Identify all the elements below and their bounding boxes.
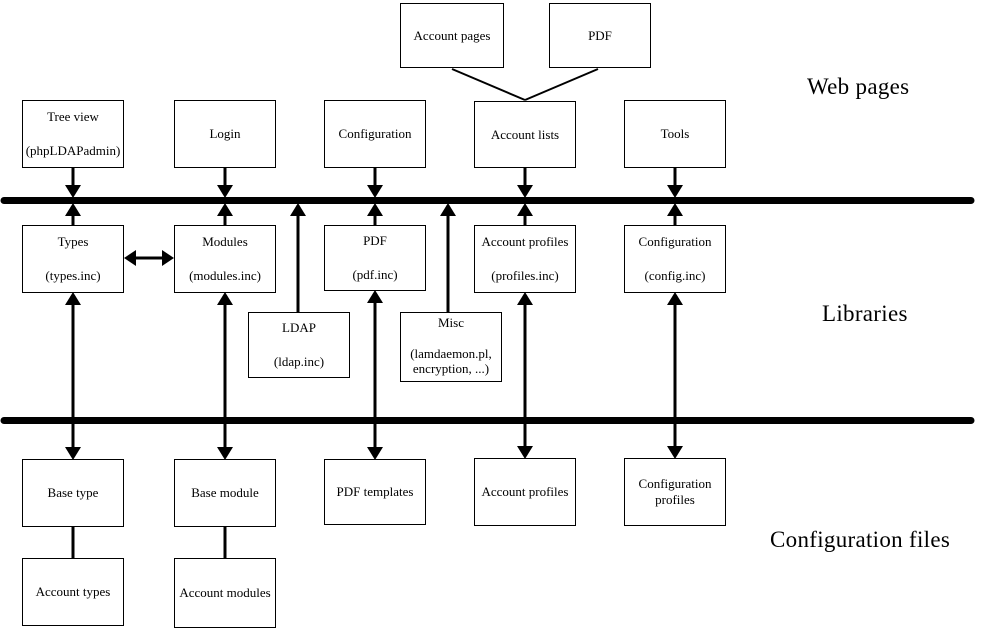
box-base-type-label: Base type: [47, 485, 99, 500]
box-configuration-profiles-label: Configuration: [638, 476, 712, 491]
box-misc: Misc (lamdaemon.pl, encryption, ...): [400, 312, 502, 382]
box-configuration-page-label: Configuration: [338, 126, 412, 141]
box-ldap-label: LDAP: [282, 320, 316, 335]
box-configuration-lib-sublabel: (config.inc): [644, 268, 706, 283]
box-pdf-templates: PDF templates: [324, 459, 426, 525]
box-configuration-page: Configuration: [324, 100, 426, 168]
box-tools: Tools: [624, 100, 726, 168]
box-account-types-label: Account types: [35, 584, 111, 599]
box-configuration-profiles: Configuration profiles: [624, 458, 726, 526]
box-ldap-sublabel: (ldap.inc): [273, 354, 325, 369]
arrow-types-modules: [124, 250, 174, 266]
box-pdf-templates-label: PDF templates: [336, 484, 414, 499]
box-configuration-lib: Configuration (config.inc): [624, 225, 726, 293]
box-pdf-lib-sublabel: (pdf.inc): [352, 267, 398, 282]
box-account-pages-label: Account pages: [413, 27, 491, 43]
link-pdf-to-account-lists: [524, 68, 599, 101]
section-label-libraries: Libraries: [822, 301, 908, 326]
arrows-ldap-misc-to-bus: [290, 203, 456, 312]
box-pdf-page-label: PDF: [588, 27, 612, 43]
box-account-types: Account types: [22, 558, 124, 626]
box-configuration-profiles-sublabel: profiles: [655, 492, 695, 507]
box-account-profiles-files: Account profiles: [474, 458, 576, 526]
box-account-profiles-lib-label: Account profiles: [481, 234, 569, 249]
box-account-lists: Account lists: [474, 101, 576, 168]
box-account-pages: Account pages: [400, 3, 504, 68]
arrows-bus-to-libraries: [65, 203, 683, 225]
box-modules: Modules (modules.inc): [174, 225, 276, 293]
box-misc-sublabel-2: encryption, ...): [412, 361, 490, 376]
box-tree-view-sublabel: (phpLDAPadmin): [25, 143, 121, 158]
box-account-profiles-files-label: Account profiles: [481, 484, 569, 499]
arrows-libraries-to-config: [65, 290, 683, 460]
box-ldap: LDAP (ldap.inc): [248, 312, 350, 378]
box-tools-label: Tools: [660, 126, 690, 141]
box-misc-label: Misc: [438, 315, 464, 330]
box-base-module-label: Base module: [191, 485, 259, 500]
box-base-type: Base type: [22, 459, 124, 527]
box-types: Types (types.inc): [22, 225, 124, 293]
section-label-configuration-files: Configuration files: [770, 527, 951, 552]
box-modules-label: Modules: [202, 234, 248, 249]
arrows-web-to-bus: [65, 168, 683, 198]
box-account-profiles-lib-sublabel: (profiles.inc): [491, 268, 559, 283]
box-modules-sublabel: (modules.inc): [189, 268, 261, 283]
box-account-modules-label: Account modules: [179, 585, 271, 600]
box-types-sublabel: (types.inc): [45, 268, 101, 283]
box-configuration-lib-label: Configuration: [638, 234, 712, 249]
box-pdf-page: PDF: [549, 3, 651, 68]
link-account-pages-to-account-lists: [451, 68, 526, 101]
box-login: Login: [174, 100, 276, 168]
box-types-label: Types: [57, 234, 89, 249]
box-tree-view-label: Tree view: [47, 109, 99, 124]
box-pdf-lib-label: PDF: [363, 233, 387, 248]
section-label-web-pages: Web pages: [807, 74, 910, 99]
box-account-profiles-lib: Account profiles (profiles.inc): [474, 225, 576, 293]
box-pdf-lib: PDF (pdf.inc): [324, 225, 426, 291]
box-account-modules: Account modules: [174, 558, 276, 628]
box-login-label: Login: [209, 126, 241, 141]
box-tree-view: Tree view (phpLDAPadmin): [22, 100, 124, 168]
box-account-lists-label: Account lists: [490, 126, 560, 142]
box-misc-sublabel-1: (lamdaemon.pl,: [410, 346, 492, 361]
box-base-module: Base module: [174, 459, 276, 527]
